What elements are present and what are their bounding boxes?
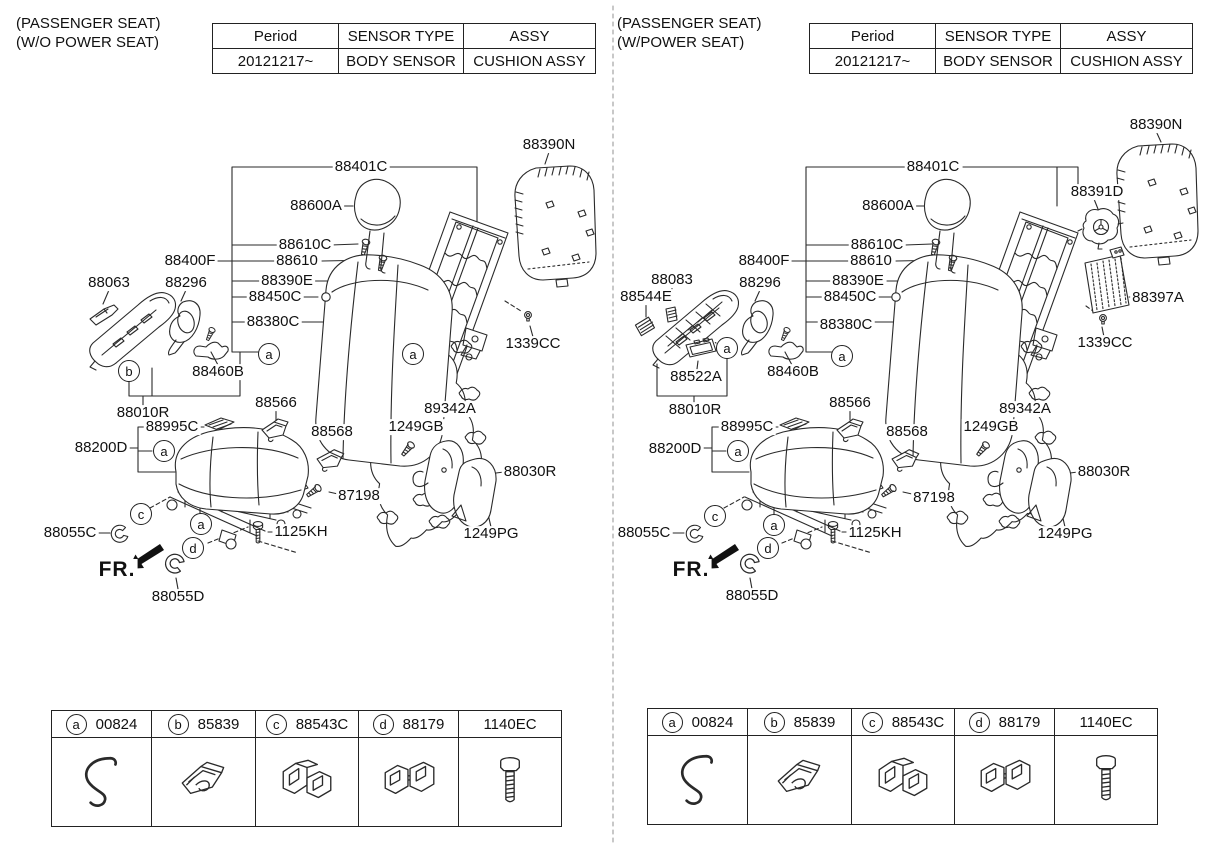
legend-icon-cell <box>748 736 852 824</box>
cell-assy: CUSHION ASSY <box>1060 48 1193 74</box>
clip-icon <box>173 751 235 813</box>
legend-part: 00824 <box>95 715 138 733</box>
clamp-icon <box>378 751 440 813</box>
legend-header: 1140EC <box>459 711 561 738</box>
col-header: SENSOR TYPE <box>935 23 1061 49</box>
hook-icon <box>667 749 729 811</box>
bolt-icon <box>1075 749 1137 811</box>
back-panel <box>514 165 597 288</box>
col-header: ASSY <box>1060 23 1193 49</box>
legend-part: 00824 <box>691 713 734 731</box>
legend-table-left: a 00824 b 85839 c 88543C d 88179 1140EC <box>51 710 562 827</box>
title-line1: (PASSENGER SEAT) <box>617 15 762 32</box>
legend-header: c 88543C <box>256 711 359 738</box>
legend-part: 88179 <box>998 713 1041 731</box>
cell-period: 20121217~ <box>809 48 936 74</box>
switch-knob-88544E <box>634 316 656 337</box>
section-title-left: (PASSENGER SEAT) (W/O POWER SEAT) <box>16 14 160 52</box>
legend-part: 1140EC <box>483 715 537 733</box>
title-line2: (W/POWER SEAT) <box>617 34 745 51</box>
legend-part: 88543C <box>295 715 349 733</box>
callout-letter: b <box>763 711 785 733</box>
left-diagram <box>89 151 597 590</box>
legend-table-right: a 00824 b 85839 c 88543C d 88179 1140EC <box>647 708 1158 825</box>
cell-sensor-type: BODY SENSOR <box>935 48 1061 74</box>
legend-header: d 88179 <box>359 711 459 738</box>
legend-part: 88543C <box>891 713 945 731</box>
side-bracket-88063 <box>89 304 119 326</box>
side-shield-power <box>652 290 740 369</box>
col-header: Period <box>809 23 936 49</box>
legend-icon-cell <box>648 736 748 824</box>
legend-icon-cell <box>1055 736 1157 824</box>
switch-knob-88083 <box>665 306 678 323</box>
cell-period: 20121217~ <box>212 48 339 74</box>
legend-part: 85839 <box>197 715 240 733</box>
section-title-right: (PASSENGER SEAT) (W/POWER SEAT) <box>617 14 761 52</box>
clamp-icon <box>276 751 338 813</box>
hook-icon <box>71 751 133 813</box>
callout-letter: a <box>65 713 87 735</box>
callout-letter: c <box>265 713 287 735</box>
right-diagram <box>634 130 1199 590</box>
clamp-icon <box>872 749 934 811</box>
bolt-icon <box>479 751 541 813</box>
info-table-left: Period SENSOR TYPE ASSY 20121217~ BODY S… <box>212 23 596 74</box>
legend-icon-cell <box>459 738 561 826</box>
legend-icon-cell <box>256 738 359 826</box>
col-header: ASSY <box>463 23 596 49</box>
callout-letter: a <box>661 711 683 733</box>
legend-header: c 88543C <box>852 709 955 736</box>
legend-part: 88179 <box>402 715 445 733</box>
title-line2: (W/O POWER SEAT) <box>16 34 160 51</box>
callout-letter: d <box>968 711 990 733</box>
power-switch-88522A <box>685 337 717 358</box>
callout-letter: b <box>167 713 189 735</box>
legend-header: b 85839 <box>152 711 256 738</box>
clamp-icon <box>974 749 1036 811</box>
lumbar-motor <box>1077 208 1124 250</box>
col-header: Period <box>212 23 339 49</box>
legend-icon-cell <box>852 736 955 824</box>
legend-part: 1140EC <box>1079 713 1133 731</box>
callout-letter: c <box>861 711 883 733</box>
callout-letter: d <box>372 713 394 735</box>
legend-header: 1140EC <box>1055 709 1157 736</box>
ventilation-pad <box>1084 246 1130 314</box>
recliner-bracket <box>194 327 228 360</box>
legend-icon-cell <box>955 736 1055 824</box>
legend-header: a 00824 <box>52 711 152 738</box>
legend-icon-cell <box>52 738 152 826</box>
cell-sensor-type: BODY SENSOR <box>338 48 464 74</box>
legend-header: d 88179 <box>955 709 1055 736</box>
legend-part: 85839 <box>793 713 836 731</box>
cell-assy: CUSHION ASSY <box>463 48 596 74</box>
legend-icon-cell <box>152 738 256 826</box>
legend-header: a 00824 <box>648 709 748 736</box>
legend-icon-cell <box>359 738 459 826</box>
clip-icon <box>769 749 831 811</box>
legend-header: b 85839 <box>748 709 852 736</box>
col-header: SENSOR TYPE <box>338 23 464 49</box>
title-line1: (PASSENGER SEAT) <box>16 15 161 32</box>
info-table-right: Period SENSOR TYPE ASSY 20121217~ BODY S… <box>809 23 1193 74</box>
